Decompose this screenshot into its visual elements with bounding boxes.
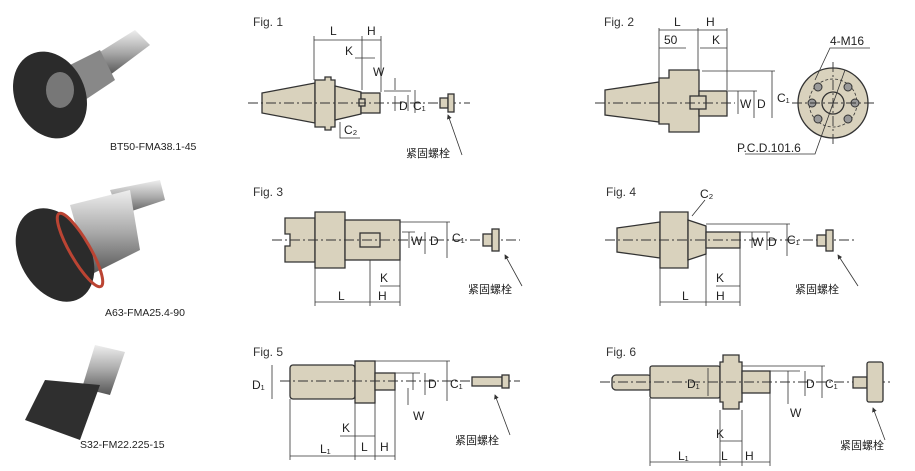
- figure-title: Fig. 3: [253, 185, 283, 199]
- figure-6: Fig. 6 D₁ W D C₁ K L₁ L H 紧固螺栓: [600, 345, 890, 466]
- flange: [314, 76, 336, 131]
- dim-w: W: [740, 97, 752, 111]
- dim-c1: C₁: [452, 231, 465, 245]
- leader-arrow: [872, 407, 886, 441]
- figure-title: Fig. 2: [604, 15, 634, 29]
- dim-c2: C₂: [344, 123, 358, 137]
- dim-k: K: [345, 44, 353, 58]
- dim-d1: D₁: [252, 378, 265, 392]
- dim-l: L: [682, 289, 689, 303]
- dim-d: D: [430, 234, 439, 248]
- dim-c1: C₁: [825, 377, 838, 391]
- dim-l1: L₁: [678, 449, 689, 463]
- dim-l1: L₁: [320, 442, 331, 456]
- dim-w: W: [790, 406, 802, 420]
- dim-c1: C₁: [777, 91, 790, 105]
- dim-w: W: [752, 235, 764, 249]
- figure-5: Fig. 5 D₁ W D C₁ K L₁ L H 紧固螺栓: [252, 345, 520, 460]
- straight-shank: [289, 364, 356, 400]
- product-photo-bt50: [13, 30, 150, 139]
- bolt-icon: [471, 376, 503, 387]
- dim-w: W: [411, 234, 423, 248]
- dim-l: L: [674, 15, 681, 29]
- product-label: BT50-FMA38.1-45: [110, 141, 197, 153]
- figure-2: Fig. 2 L H 50 K W D C₁ 4-M16 P.C.D.101.6: [595, 15, 874, 155]
- dim-h: H: [380, 440, 389, 454]
- dimension-lines: [314, 221, 450, 306]
- product-label: A63-FMA25.4-90: [105, 307, 185, 319]
- bolt-icon: [816, 234, 827, 247]
- dim-l: L: [338, 289, 345, 303]
- key: [358, 98, 366, 107]
- flange: [354, 360, 376, 404]
- leader-arrow: [504, 254, 523, 287]
- dim-l: L: [330, 24, 337, 38]
- dim-k: K: [712, 33, 720, 47]
- dim-h: H: [367, 24, 376, 38]
- figure-1: Fig. 1 L H K W D C₁ C₂ 紧固螺栓: [248, 15, 470, 160]
- dim-h: H: [745, 449, 754, 463]
- bolt-head: [866, 361, 884, 403]
- bolt-label: 紧固螺栓: [840, 438, 884, 452]
- figure-title: Fig. 1: [253, 15, 283, 29]
- dim-k: K: [380, 271, 388, 285]
- dim-c1: C₁: [787, 233, 800, 247]
- leader-arrow: [447, 114, 463, 156]
- dimension-lines: [271, 360, 450, 460]
- dim-d: D: [399, 99, 408, 113]
- figure-title: Fig. 6: [606, 345, 636, 359]
- dimension-lines: [659, 199, 790, 306]
- dim-k: K: [716, 271, 724, 285]
- bolt-label: 紧固螺栓: [455, 433, 499, 447]
- dim-h: H: [706, 15, 715, 29]
- bolt-head: [825, 229, 834, 252]
- dim-50: 50: [664, 33, 678, 47]
- taper-shank: [604, 81, 660, 123]
- dim-k: K: [716, 427, 724, 441]
- label-4-m16: 4-M16: [830, 34, 864, 48]
- dim-h: H: [716, 289, 725, 303]
- dimension-lines: [649, 365, 825, 466]
- dim-d: D: [757, 97, 766, 111]
- product-photo-s32: [25, 345, 125, 440]
- figure-title: Fig. 4: [606, 185, 636, 199]
- dim-c1: C₁: [450, 377, 463, 391]
- dim-d: D: [428, 377, 437, 391]
- dim-d1: D₁: [687, 377, 700, 391]
- dim-h: H: [378, 289, 387, 303]
- bolt-head: [491, 228, 500, 252]
- product-label: S32-FM22.225-15: [80, 439, 165, 451]
- dim-c2: C₂: [700, 187, 714, 201]
- bolt-head: [447, 93, 455, 113]
- key: [689, 95, 707, 110]
- bolt-icon: [439, 97, 449, 109]
- dim-w: W: [373, 65, 385, 79]
- bolt-label: 紧固螺栓: [795, 282, 839, 296]
- leader-arrow: [494, 394, 511, 436]
- dim-d: D: [806, 377, 815, 391]
- pilot-shank: [611, 374, 653, 391]
- leader-arrow: [837, 254, 859, 287]
- dim-k: K: [342, 421, 350, 435]
- dim-c1: C₁: [413, 99, 426, 113]
- bolt-icon: [482, 233, 493, 247]
- bolt-icon: [852, 376, 868, 389]
- dimension-lines: [313, 36, 416, 139]
- flange: [658, 69, 700, 133]
- bolt-label: 紧固螺栓: [468, 282, 512, 296]
- dim-l: L: [361, 440, 368, 454]
- arbor-pilot: [374, 372, 396, 391]
- bolt-head: [501, 374, 510, 389]
- product-photo-a63: [15, 180, 165, 302]
- dimension-lines: [658, 28, 775, 118]
- label-pcd: P.C.D.101.6: [737, 141, 801, 155]
- dim-d: D: [768, 235, 777, 249]
- end-view: [745, 47, 874, 155]
- figure-4: Fig. 4 C₂ W D C₁ K L H 紧固螺栓: [605, 185, 859, 306]
- figure-title: Fig. 5: [253, 345, 283, 359]
- figure-3: Fig. 3 W D C₁ K L H 紧固螺栓: [253, 185, 523, 306]
- dim-w: W: [413, 409, 425, 423]
- dim-l: L: [721, 449, 728, 463]
- bolt-label: 紧固螺栓: [406, 146, 450, 160]
